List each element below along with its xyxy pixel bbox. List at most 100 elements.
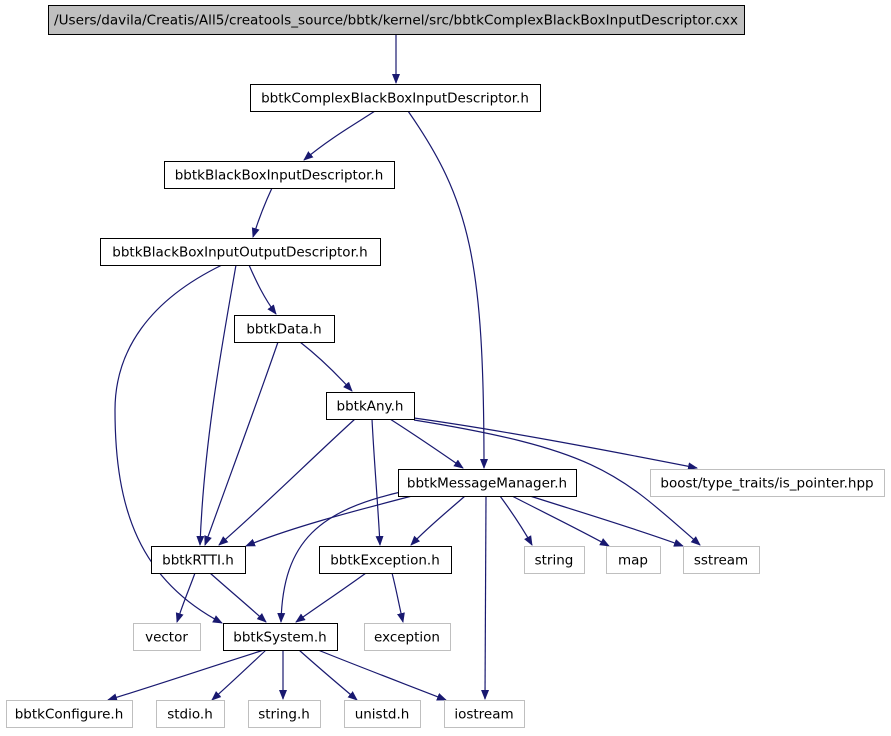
edge-path — [299, 341, 353, 392]
edge-any-to-ispointer — [413, 417, 698, 471]
edge-path — [317, 649, 447, 701]
edge-exc-to-system — [295, 572, 367, 623]
node-box — [344, 700, 421, 728]
node-label: string — [535, 553, 574, 569]
node-label: iostream — [454, 707, 513, 723]
node-any[interactable]: bbtkAny.h — [326, 392, 415, 420]
node-label: bbtkData.h — [246, 322, 321, 338]
node-sstream: sstream — [683, 546, 760, 574]
edge-any-to-sstream — [413, 419, 701, 546]
node-box — [524, 546, 585, 574]
node-vector: vector — [133, 623, 201, 651]
edge-data-to-rtti — [204, 341, 279, 546]
node-cbbid[interactable]: bbtkComplexBlackBoxInputDescriptor.h — [250, 84, 541, 112]
node-box — [156, 700, 225, 728]
edge-exc-to-exception — [391, 572, 405, 623]
edge-msg-to-iostream — [481, 495, 490, 700]
node-label: stdio.h — [167, 707, 213, 723]
edge-msg-to-system — [277, 490, 406, 623]
edge-path — [413, 417, 698, 471]
node-rtti[interactable]: bbtkRTTI.h — [151, 546, 246, 574]
node-msg[interactable]: bbtkMessageManager.h — [398, 469, 577, 497]
node-root[interactable]: /Users/davila/Creatis/All5/creatools_sou… — [48, 5, 745, 35]
node-box — [650, 469, 885, 497]
node-label: string.h — [258, 707, 310, 723]
node-box — [683, 546, 760, 574]
edge-system-to-config — [107, 649, 265, 702]
edge-rtti-to-vector — [175, 572, 196, 623]
edge-bbiod-to-rtti — [196, 264, 237, 546]
node-system[interactable]: bbtkSystem.h — [223, 623, 338, 651]
edge-path — [371, 418, 384, 546]
edge-any-to-rtti — [218, 418, 356, 546]
node-label: bbtkBlackBoxInputOutputDescriptor.h — [112, 245, 367, 261]
node-box — [234, 315, 335, 343]
edge-path — [107, 649, 265, 702]
edge-system-to-iostream — [317, 649, 447, 701]
edge-path — [114, 264, 223, 624]
node-label: bbtkException.h — [330, 553, 440, 569]
edge-msg-to-map — [511, 495, 610, 547]
edge-cbbid-to-msg — [407, 110, 488, 469]
edge-data-to-any — [299, 341, 353, 392]
node-box — [133, 623, 201, 651]
edge-path — [481, 495, 490, 700]
node-label: boost/type_traits/is_pointer.hpp — [660, 476, 873, 492]
node-box — [444, 700, 525, 728]
node-label: bbtkMessageManager.h — [407, 476, 567, 492]
node-box — [48, 5, 745, 35]
edge-any-to-msg — [389, 418, 464, 469]
edge-path — [175, 572, 196, 623]
node-box — [248, 700, 321, 728]
node-label: bbtkSystem.h — [233, 630, 326, 646]
node-stdio: stdio.h — [156, 700, 225, 728]
node-box — [364, 623, 451, 651]
edge-path — [413, 419, 701, 546]
edge-path — [410, 495, 466, 546]
node-label: /Users/davila/Creatis/All5/creatools_sou… — [54, 13, 738, 29]
node-config: bbtkConfigure.h — [6, 700, 133, 728]
edge-path — [389, 418, 464, 469]
node-label: bbtkComplexBlackBoxInputDescriptor.h — [261, 91, 529, 107]
edge-system-to-stdio — [211, 649, 267, 701]
edge-path — [211, 649, 267, 701]
node-unistd: unistd.h — [344, 700, 421, 728]
node-label: unistd.h — [355, 707, 410, 723]
edge-rtti-to-system — [209, 572, 267, 623]
edge-msg-to-string — [499, 495, 533, 546]
edge-msg-to-sstream — [529, 495, 684, 547]
node-box — [326, 392, 415, 420]
edge-path — [295, 572, 367, 623]
edge-path — [277, 490, 406, 623]
edge-system-to-unistd — [298, 649, 358, 701]
edge-path — [248, 264, 277, 315]
edge-bbiod-to-system — [114, 264, 223, 624]
node-map: map — [606, 546, 661, 574]
node-label: bbtkAny.h — [337, 399, 404, 415]
node-data[interactable]: bbtkData.h — [234, 315, 335, 343]
node-box — [398, 469, 577, 497]
node-label: exception — [374, 630, 440, 646]
edge-msg-to-rtti — [245, 495, 413, 547]
edge-msg-to-exc — [410, 495, 466, 546]
node-bbiod[interactable]: bbtkBlackBoxInputOutputDescriptor.h — [100, 238, 381, 266]
edge-path — [218, 418, 356, 546]
edge-path — [196, 264, 237, 546]
edge-path — [303, 110, 376, 161]
node-label: map — [618, 553, 648, 569]
node-exception: exception — [364, 623, 451, 651]
edge-path — [245, 495, 413, 547]
edge-path — [407, 110, 488, 469]
node-bbid[interactable]: bbtkBlackBoxInputDescriptor.h — [164, 161, 395, 189]
node-exc[interactable]: bbtkException.h — [319, 546, 452, 574]
edge-bbiod-to-data — [248, 264, 277, 315]
edge-cbbid-to-bbid — [303, 110, 376, 161]
node-iostream: iostream — [444, 700, 525, 728]
node-box — [100, 238, 381, 266]
node-label: bbtkRTTI.h — [162, 553, 234, 569]
node-string: string — [524, 546, 585, 574]
node-label: vector — [145, 630, 188, 646]
node-box — [250, 84, 541, 112]
edge-path — [209, 572, 267, 623]
